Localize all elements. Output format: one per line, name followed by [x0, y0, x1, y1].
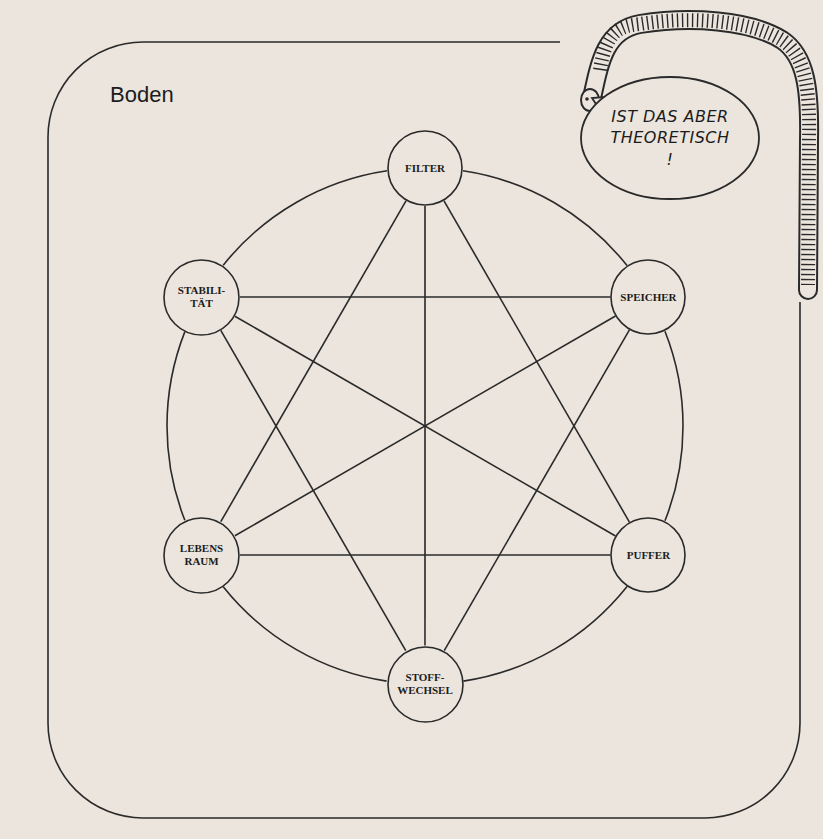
function-label: PUFFER: [617, 549, 679, 562]
function-circle: STOFF- WECHSEL: [387, 646, 464, 723]
circle-shape: [388, 131, 462, 205]
connector-line: [463, 171, 627, 266]
frame-heading: Boden: [110, 82, 174, 108]
function-label: SPEICHER: [617, 291, 679, 304]
speech-text: IST DAS ABER THEORETISCH !: [606, 106, 734, 171]
function-circle: FILTER: [387, 130, 463, 206]
worm-eye: [585, 97, 589, 101]
connector-line: [665, 331, 683, 521]
connector-line: [235, 316, 616, 536]
circle-shape: [611, 518, 685, 592]
circle-shape: [611, 260, 685, 334]
soil-frame: BodenFILTER STABILI- TÄT SPEICHER LEBENS RA…: [48, 42, 800, 818]
frame-line: [48, 42, 800, 818]
function-circle: LEBENS RAUM: [163, 517, 240, 594]
function-label: STABILI- TÄT: [171, 284, 233, 309]
connector-line: [223, 587, 386, 681]
circle-shape: [164, 260, 239, 335]
speech-bubble: IST DAS ABER THEORETISCH !: [580, 76, 760, 200]
function-label: FILTER: [394, 162, 456, 175]
function-label: STOFF- WECHSEL: [394, 671, 456, 696]
bubble-body: [581, 77, 759, 199]
circle-shape: [388, 647, 463, 722]
connector-line: [444, 330, 629, 651]
function-circle: STABILI- TÄT: [163, 259, 240, 336]
connector-line: [167, 332, 185, 521]
circle-shape: [164, 518, 239, 593]
connector-line: [235, 316, 616, 536]
function-label: LEBENS RAUM: [171, 542, 233, 567]
connector-line: [463, 586, 627, 681]
function-circle: PUFFER: [610, 517, 686, 593]
connector-line: [223, 171, 387, 265]
function-circle: SPEICHER: [610, 259, 686, 335]
